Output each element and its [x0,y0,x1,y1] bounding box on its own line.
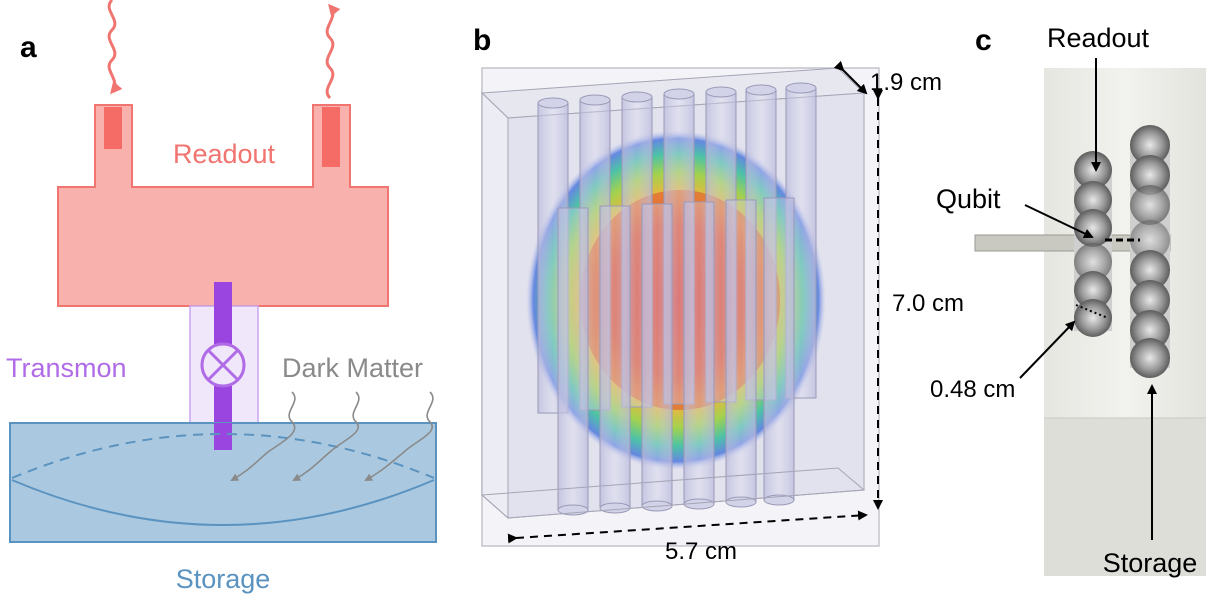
depth-dimension-arrow [833,60,868,95]
storage-tubes-bottom [557,197,795,516]
readout-port-joint-right [314,184,349,190]
readout-port-joint-left [96,184,131,190]
storage-label: Storage [176,564,271,594]
qubit-label: Qubit [936,184,1001,214]
dark-matter-arrow-3 [364,391,434,481]
panel-c-letter: c [975,24,992,57]
readout-cavity [57,186,389,307]
readout-pin-right [322,107,340,167]
depth-label: 1.9 cm [870,69,942,96]
diameter-arrow [1019,320,1076,379]
device-block-lower-face [1044,418,1206,576]
readout-label: Readout [173,139,276,169]
output-photon-arrow [325,3,341,100]
input-photon-arrow [107,0,123,95]
panel-c: c R [930,23,1206,578]
cavity-block-bottom-face [480,467,866,519]
cavity-block-side [481,91,509,520]
storage-label-c: Storage [1103,548,1198,578]
junction-cross-line-2 [206,348,240,382]
dark-matter-arrow-2 [292,391,360,481]
panel-b-letter: b [473,24,491,57]
readout-label-c: Readout [1047,23,1150,53]
storage-mode-solid [11,479,435,526]
panel-a: a Readout Transmon Storage Dark Matter [6,0,437,594]
diameter-label: 0.48 cm [930,376,1015,403]
width-label: 5.7 cm [665,538,737,565]
storage-cavity-column [1130,125,1170,378]
height-label: 7.0 cm [892,290,964,317]
dark-matter-label: Dark Matter [282,353,423,383]
panel-a-letter: a [20,31,37,64]
readout-pin-left [104,107,122,149]
diameter-dotted-line [1075,304,1109,319]
qubit-arrow [1024,204,1094,239]
readout-cavity-column [1074,151,1112,337]
transmon-pin-inside-storage [214,423,232,450]
transmon-label: Transmon [6,353,127,383]
dark-matter-arrow-1 [230,391,296,481]
width-dimension-arrow [507,510,868,544]
panel-b: b [473,24,964,565]
